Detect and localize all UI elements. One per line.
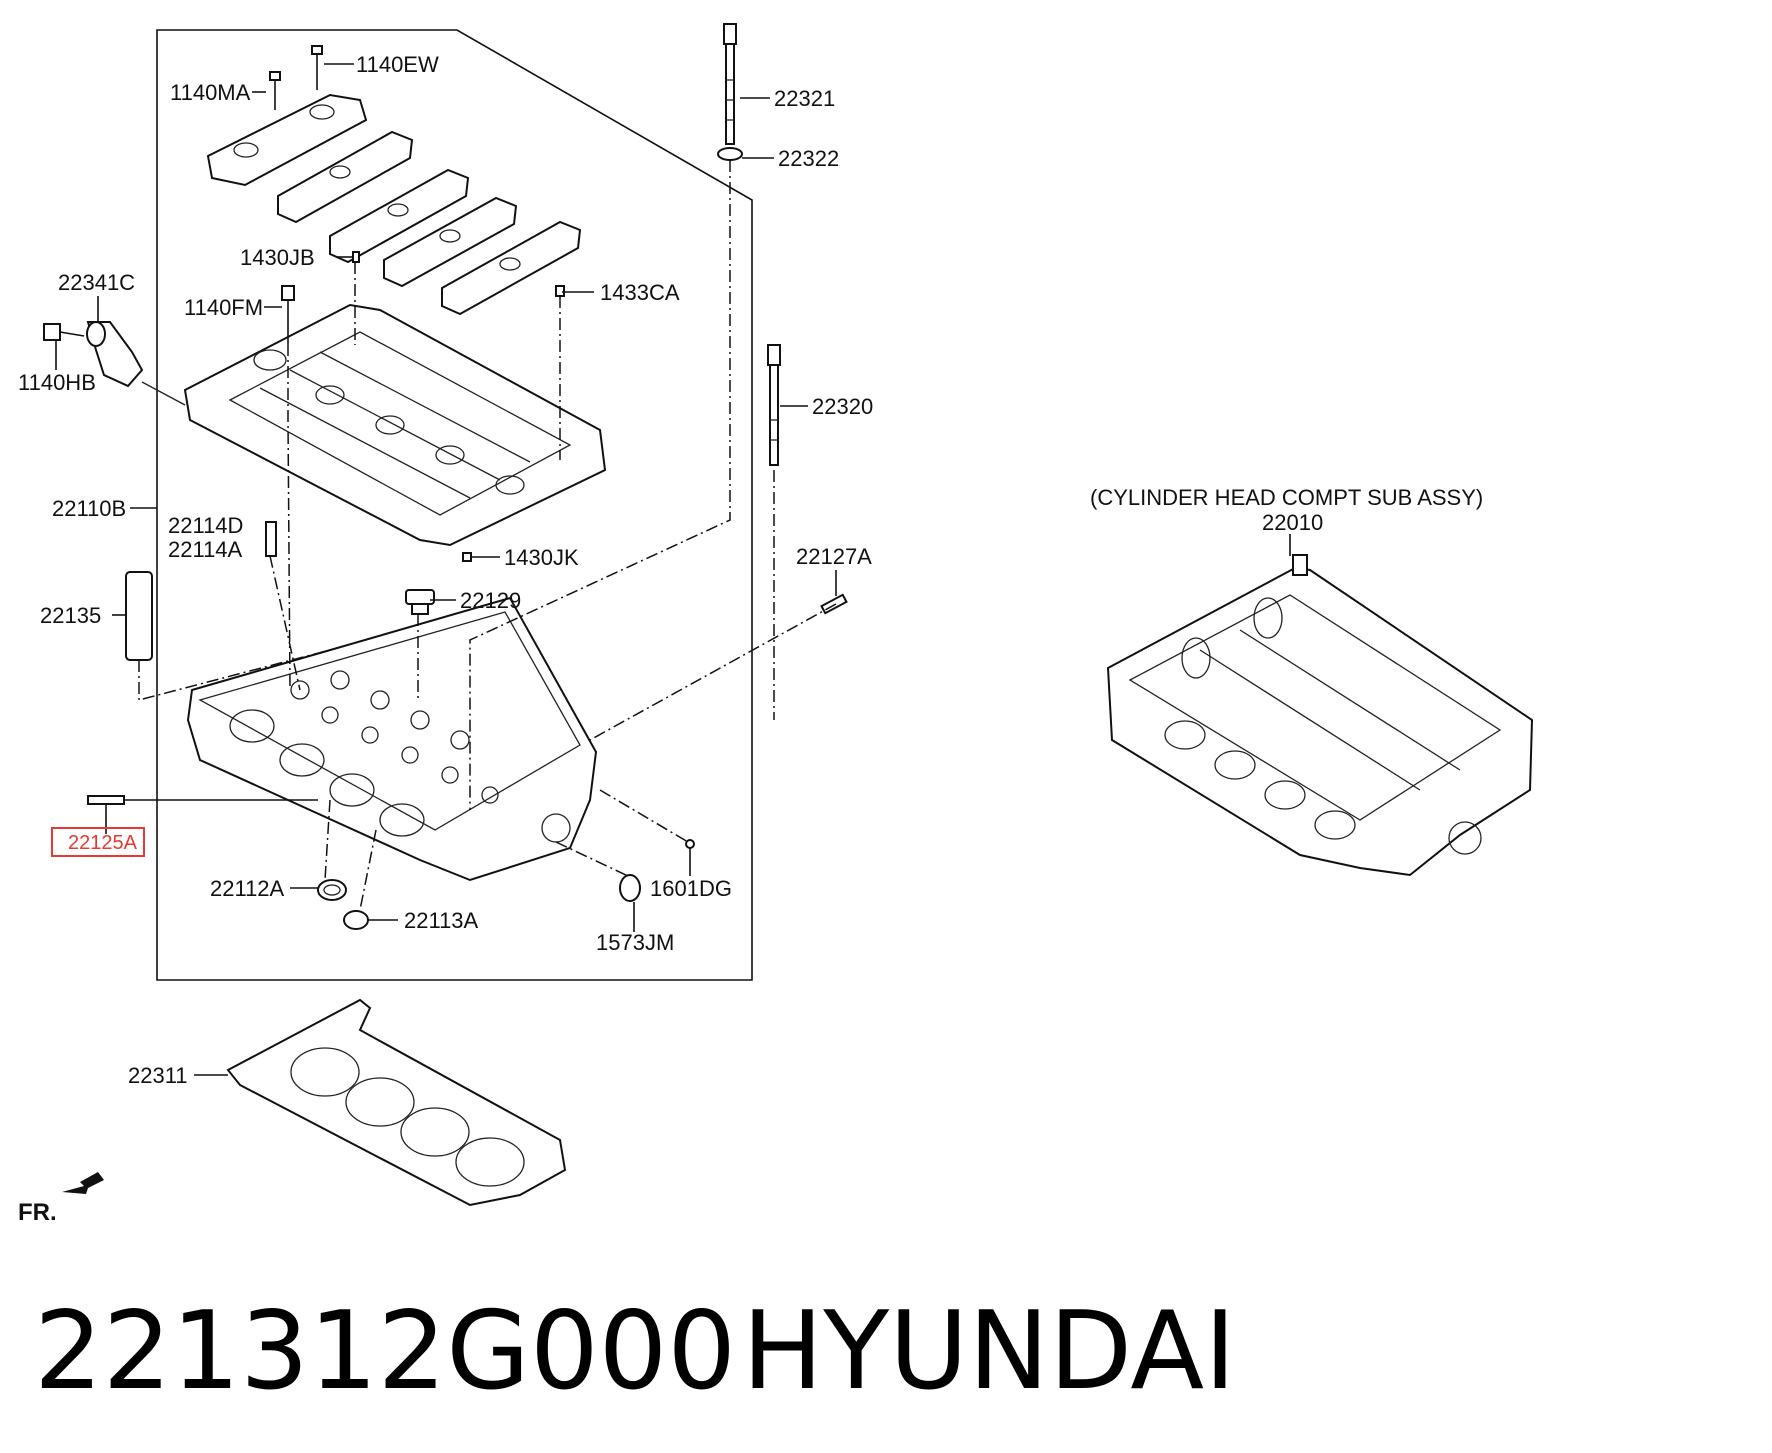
assembly-frame [156,29,753,981]
label-22110B[interactable]: 22110B [52,496,126,521]
camshaft-caps [206,93,582,316]
cylinder-head-sub-assy [1106,554,1534,877]
part-labels: 1140EW 1140MA 22321 22322 1430JB 22341C … [18,52,1483,1226]
label-1433CA[interactable]: 1433CA [600,280,680,305]
label-1140MA[interactable]: 1140MA [170,80,251,105]
part-number-title: 221312G000 [34,1289,736,1414]
label-22114A[interactable]: 22114A [168,537,243,562]
label-22113A[interactable]: 22113A [404,908,479,933]
selected-part-highlight [51,827,145,857]
brand-title: HYUNDAI [742,1289,1236,1414]
label-22321[interactable]: 22321 [774,86,835,111]
cylinder-head [186,596,598,882]
label-22135[interactable]: 22135 [40,603,101,628]
label-22125A[interactable]: 22125A [68,832,138,854]
cap-bolts [269,45,323,110]
label-22129[interactable]: 22129 [460,588,521,613]
label-1601DG[interactable]: 1601DG [650,876,732,901]
label-22127A[interactable]: 22127A [796,544,872,569]
caption: 221312G000 HYUNDAI [34,1289,1236,1414]
leader-lines [55,63,1291,1076]
label-1430JK[interactable]: 1430JK [504,545,579,570]
label-22341C[interactable]: 22341C [58,270,135,295]
front-arrow-icon [62,1172,104,1194]
label-22311[interactable]: 22311 [128,1063,188,1088]
front-label: FR. [18,1199,57,1226]
head-gasket [226,998,567,1207]
sub-assy-label: (CYLINDER HEAD COMPT SUB ASSY) [1090,485,1483,510]
label-1140EW[interactable]: 1140EW [356,52,439,77]
label-1140HB[interactable]: 1140HB [18,370,96,395]
camshaft-carrier [183,303,607,547]
bracket [43,321,186,406]
label-1140FM[interactable]: 1140FM [184,295,263,320]
label-1573JM[interactable]: 1573JM [596,930,674,955]
label-22114D[interactable]: 22114D [168,513,243,538]
label-22112A[interactable]: 22112A [210,876,285,901]
label-1430JB[interactable]: 1430JB [240,245,315,270]
label-22322[interactable]: 22322 [778,146,839,171]
label-22320[interactable]: 22320 [812,394,873,419]
head-bolts [717,23,781,466]
label-22010[interactable]: 22010 [1262,510,1323,535]
